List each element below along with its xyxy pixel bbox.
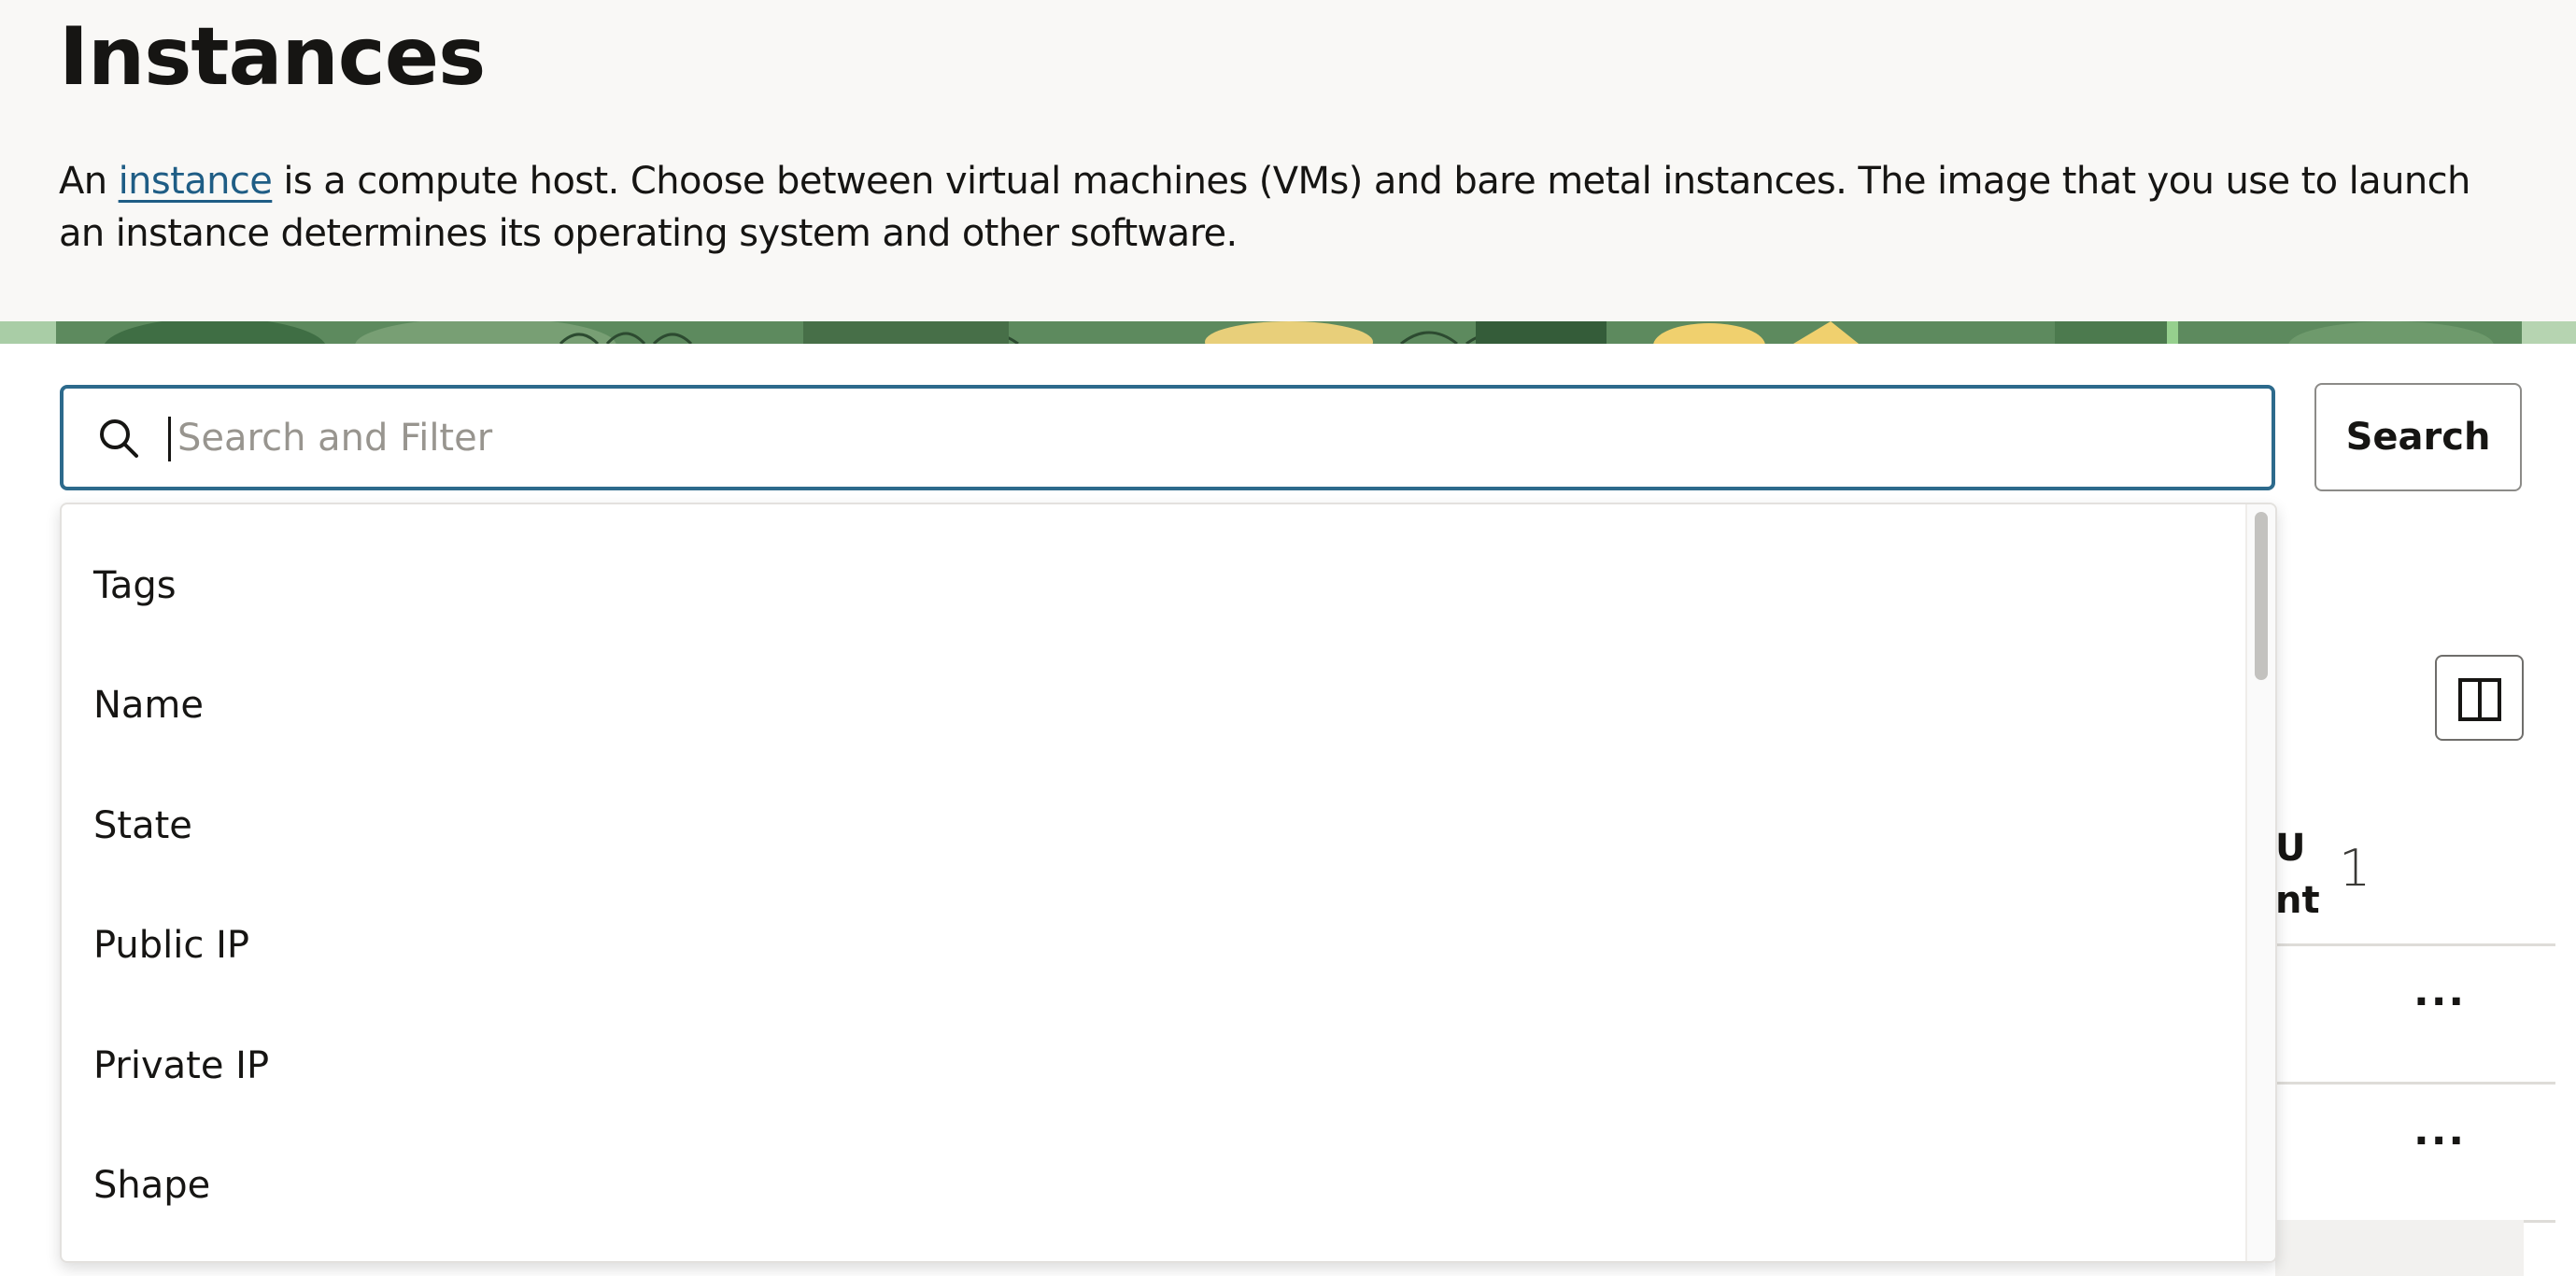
page-description: An instance is a compute host. Choose be… <box>59 155 2525 260</box>
search-icon <box>100 419 138 458</box>
row-divider <box>2275 943 2555 946</box>
scrollbar-thumb[interactable] <box>2255 512 2268 680</box>
search-button[interactable]: Search <box>2314 383 2522 491</box>
text-caret <box>168 417 171 461</box>
row-divider <box>2275 1082 2555 1085</box>
description-suffix: is a compute host. Choose between virtua… <box>59 160 2470 255</box>
filter-option-state[interactable]: State <box>93 804 192 847</box>
instance-link[interactable]: instance <box>118 160 273 203</box>
search-input[interactable] <box>172 400 2245 476</box>
row-actions-menu[interactable]: ··· <box>2413 1117 2467 1165</box>
filter-option-tags[interactable]: Tags <box>93 564 177 607</box>
page-header: Instances An instance is a compute host.… <box>0 0 2576 321</box>
dropdown-scrollbar[interactable] <box>2245 504 2275 1261</box>
filter-option-public-ip[interactable]: Public IP <box>93 924 250 967</box>
table-footer-band <box>2275 1220 2524 1276</box>
columns-icon <box>2458 678 2501 721</box>
row-actions-menu[interactable]: ··· <box>2413 978 2467 1026</box>
filter-dropdown: Tags Name State Public IP Private IP Sha… <box>60 503 2277 1263</box>
filter-option-shape[interactable]: Shape <box>93 1164 211 1207</box>
description-prefix: An <box>59 160 119 203</box>
decorative-banner <box>0 321 2576 344</box>
search-filter-box[interactable] <box>60 385 2275 490</box>
sort-indicator: 1 <box>2339 839 2371 898</box>
page-title: Instances <box>59 10 486 104</box>
filter-option-private-ip[interactable]: Private IP <box>93 1044 270 1087</box>
filter-option-name[interactable]: Name <box>93 684 205 727</box>
column-toggle-button[interactable] <box>2435 655 2524 741</box>
table-column-header[interactable]: U nt <box>2275 827 2320 922</box>
